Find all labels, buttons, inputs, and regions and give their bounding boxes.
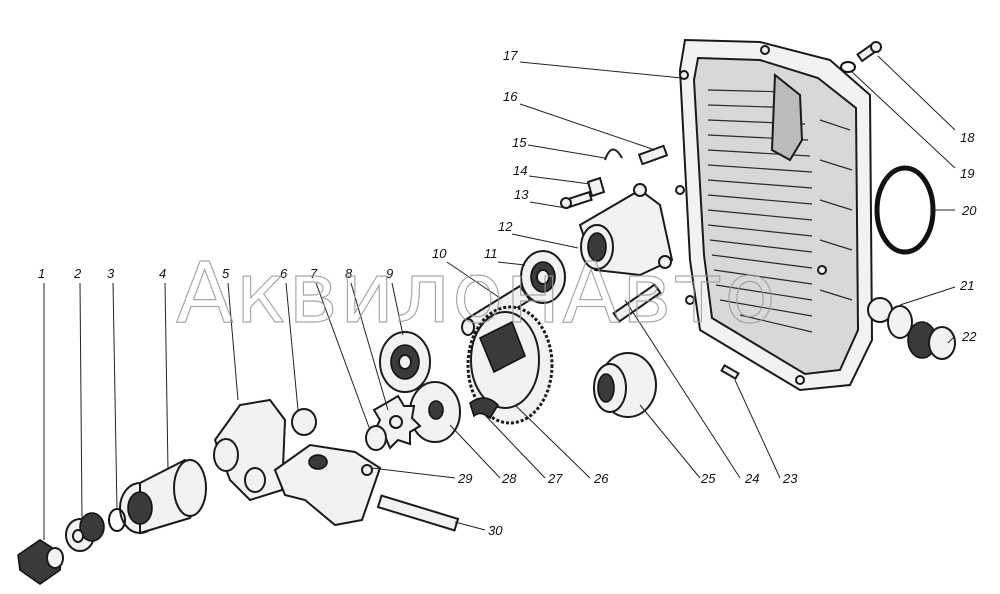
callout-17: 17 [503, 48, 518, 63]
callout-30: 30 [488, 523, 503, 538]
cam-28 [409, 381, 461, 443]
callout-11: 11 [484, 246, 498, 261]
callout-14: 14 [513, 163, 527, 178]
leader-lines [43, 55, 956, 540]
bolt-13 [560, 190, 593, 210]
segment-27 [469, 397, 500, 420]
callout-22: 22 [961, 329, 977, 344]
callout-13: 13 [514, 187, 529, 202]
bolt-24 [612, 283, 662, 323]
lock-plate-14 [586, 176, 606, 198]
callout-5: 5 [222, 266, 230, 281]
lever-29 [273, 443, 382, 527]
o-ring-20 [874, 165, 936, 255]
callout-3: 3 [107, 266, 115, 281]
nut-2 [65, 512, 105, 552]
callout-9: 9 [386, 266, 393, 281]
callout-7: 7 [310, 266, 318, 281]
callout-28: 28 [501, 471, 517, 486]
rod-30 [376, 494, 460, 532]
bolt-18 [856, 41, 882, 63]
callout-8: 8 [345, 266, 353, 281]
gear-26 [466, 305, 554, 425]
watermark-text: АквилонАвто [176, 244, 778, 342]
callout-18: 18 [960, 130, 975, 145]
plug-1 [17, 539, 64, 585]
callout-29: 29 [457, 471, 472, 486]
washer-7 [365, 425, 387, 451]
cover-4 [119, 458, 207, 535]
bush-25 [593, 352, 657, 418]
bolt-16 [637, 144, 669, 166]
bush-6 [291, 408, 317, 436]
callout-19: 19 [960, 166, 974, 181]
callout-26: 26 [593, 471, 609, 486]
callout-6: 6 [280, 266, 288, 281]
callout-25: 25 [700, 471, 716, 486]
callout-10: 10 [432, 246, 447, 261]
callout-1: 1 [38, 266, 45, 281]
bearing-9 [379, 331, 431, 393]
bearing-11 [520, 250, 566, 304]
cotter-pin-15 [604, 148, 623, 161]
callout-27: 27 [547, 471, 563, 486]
bearing-housing-12 [578, 183, 674, 277]
callout-16: 16 [503, 89, 518, 104]
housing-cover [675, 38, 893, 392]
callout-2: 2 [73, 266, 82, 281]
callout-12: 12 [498, 219, 513, 234]
callout-24: 24 [744, 471, 759, 486]
plug-22 [887, 305, 956, 360]
callout-labels: 1 2 3 4 5 6 7 8 9 10 11 12 13 14 15 16 1… [38, 48, 977, 538]
callout-23: 23 [782, 471, 798, 486]
callout-20: 20 [961, 203, 977, 218]
washer-19 [840, 61, 856, 73]
callout-4: 4 [159, 266, 166, 281]
bracket-5 [213, 398, 287, 502]
callout-15: 15 [512, 135, 527, 150]
pin-23 [720, 364, 740, 380]
callout-21: 21 [959, 278, 974, 293]
